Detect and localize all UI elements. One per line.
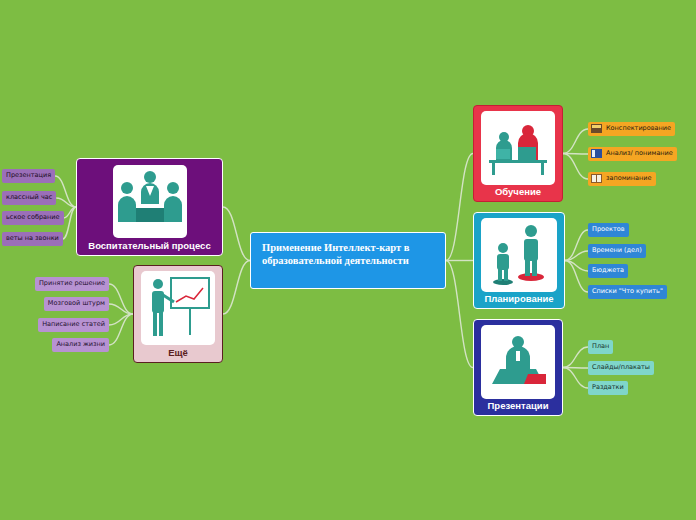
node-label: Анализ жизни [56,340,105,348]
leaf-box: веты на звонки [2,232,63,246]
leaf-box: запоминание [588,172,656,186]
branch-connector [446,260,473,261]
branch-box: Воспитательный процесс [76,158,223,256]
node-label: Ещё [168,347,188,358]
leaf-box: Написание статей [38,318,109,332]
node-label: классный час [6,193,52,201]
branch-connector [223,207,250,261]
branch-connector [63,207,76,239]
leaf-box: Анализ/ понимание [588,147,677,161]
branch-connector [563,368,588,388]
node-label: Времени (дел) [592,246,642,254]
branch-connector [109,284,133,314]
branch-connector [446,154,473,261]
node-label: Обучение [495,186,541,197]
leaf-box: Конспектирование [588,122,675,136]
branch-box: Ещё [133,265,223,363]
leaf-box: План [588,340,613,354]
node-label: Слайды/плакаты [592,363,650,371]
central-topic: Применение Интеллект-карт в образователь… [250,232,446,289]
node-label: веты на звонки [6,234,59,242]
leaf-box: Бюджета [588,264,628,278]
node-label: запоминание [606,174,652,182]
branch-connector [223,261,250,315]
branch-connector [565,261,588,292]
node-label: Планирование [484,293,553,304]
branch-connector [563,154,588,179]
presentation-icon [481,325,555,399]
leaf-box: ьское собрание [2,211,64,225]
node-label: Применение Интеллект-карт в образователь… [262,242,409,266]
node-label: Презентация [6,171,51,179]
node-label: Мозговой штурм [48,299,105,307]
branch-connector [109,304,133,314]
leaf-box: Списки "Что купить" [588,285,667,299]
node-label: Презентации [488,400,549,411]
branch-connector [55,176,76,207]
node-label: Проектов [592,225,625,233]
branch-box: Планирование [473,212,565,309]
node-label: Бюджета [592,266,624,274]
leaf-box: Проектов [588,223,629,237]
team-icon [113,165,187,238]
leaf-box: Мозговой штурм [44,297,109,311]
branch-connector [563,347,588,368]
planning-icon [481,218,557,292]
leaf-box: Слайды/плакаты [588,361,654,375]
leaf-box: классный час [2,191,56,205]
node-label: План [592,342,609,350]
leaf-box: Анализ жизни [52,338,109,352]
node-label: Анализ/ понимание [606,149,673,157]
book-icons [591,124,602,183]
node-label: Списки "Что купить" [592,287,663,295]
leaf-box: Принятие решение [35,277,109,291]
node-label: ьское собрание [6,213,60,221]
branch-connector [56,198,76,207]
lecturer-icon [141,271,215,345]
branch-connector [565,230,588,261]
leaf-box: Презентация [2,169,55,183]
node-label: Написание статей [42,320,105,328]
node-label: Раздатки [592,383,624,391]
branch-box: Обучение [473,105,563,202]
leaf-box: Времени (дел) [588,244,646,258]
leaf-box: Раздатки [588,381,628,395]
branch-connector [565,251,588,261]
branch-box: Презентации [473,319,563,416]
branch-connector [109,314,133,345]
branch-connector [446,261,473,368]
node-label: Воспитательный процесс [88,240,210,251]
node-label: Принятие решение [39,279,105,287]
node-label: Конспектирование [606,124,671,132]
branch-connector [563,129,588,154]
teaching-icon [481,111,555,185]
